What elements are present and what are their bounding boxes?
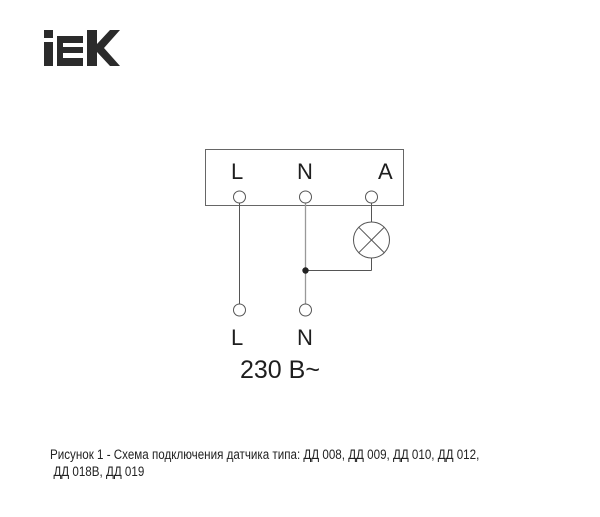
- terminal-l-icon: [233, 190, 246, 204]
- iek-logo: [44, 30, 120, 66]
- supply-voltage-label: 230 В~: [240, 356, 320, 384]
- lamp-icon: [353, 221, 390, 259]
- caption-line-2: ДД 018В, ДД 019: [53, 464, 145, 479]
- supply-label-l: L: [231, 325, 244, 350]
- terminal-n-icon: [299, 190, 312, 204]
- figure-caption: Рисунок 1 - Схема подключения датчика ти…: [50, 446, 506, 480]
- junction-dot-icon: [302, 267, 309, 274]
- device-label-l: L: [231, 159, 244, 184]
- supply-terminal-l-icon: [233, 303, 246, 317]
- terminal-a-icon: [365, 190, 378, 204]
- device-label-a: A: [378, 159, 393, 184]
- device-label-n: N: [297, 159, 313, 184]
- caption-line-1: Рисунок 1 - Схема подключения датчика ти…: [50, 447, 480, 462]
- supply-label-n: N: [297, 325, 313, 350]
- supply-terminal-n-icon: [299, 303, 312, 317]
- sensor-box: [205, 149, 404, 206]
